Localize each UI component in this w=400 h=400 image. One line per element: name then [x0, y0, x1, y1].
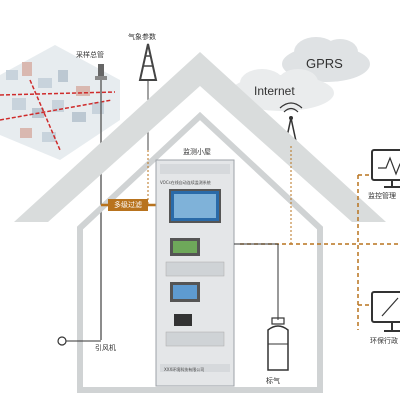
weather-params-label: 气象参数 — [128, 33, 156, 41]
network-dashed-lines — [240, 146, 400, 330]
induced-fan-label: 引风机 — [95, 344, 116, 352]
multi-filter-label: 多级过滤 — [108, 199, 148, 211]
sampling-pipe-label: 采样总管 — [76, 51, 104, 59]
standard-gas-label: 标气 — [266, 377, 280, 385]
internet-cloud-icon — [230, 69, 334, 111]
house-wall — [77, 111, 323, 393]
gas-cylinder-icon — [267, 317, 289, 371]
monitoring-hut-label: 监测小屋 — [183, 148, 211, 156]
weather-tower-icon — [138, 43, 158, 150]
env-admin-label: 环保行政 — [370, 337, 398, 345]
cabinet-header-text: VOCs在线自动连续监测系统 — [160, 180, 211, 185]
internet-label: Internet — [254, 84, 295, 98]
gas-line — [234, 243, 279, 320]
monitoring-cabinet — [155, 159, 235, 387]
cabinet-footer-text: XXX环境科技有限公司 — [164, 367, 205, 372]
house-roof — [14, 52, 386, 222]
monitor-management-label: 监控管理 — [368, 192, 396, 200]
gprs-label: GPRS — [306, 56, 343, 71]
monitor-management-icon — [371, 149, 400, 188]
city-illustration — [0, 45, 120, 160]
env-admin-monitor-icon — [371, 291, 400, 332]
induced-fan-icon — [57, 336, 101, 346]
